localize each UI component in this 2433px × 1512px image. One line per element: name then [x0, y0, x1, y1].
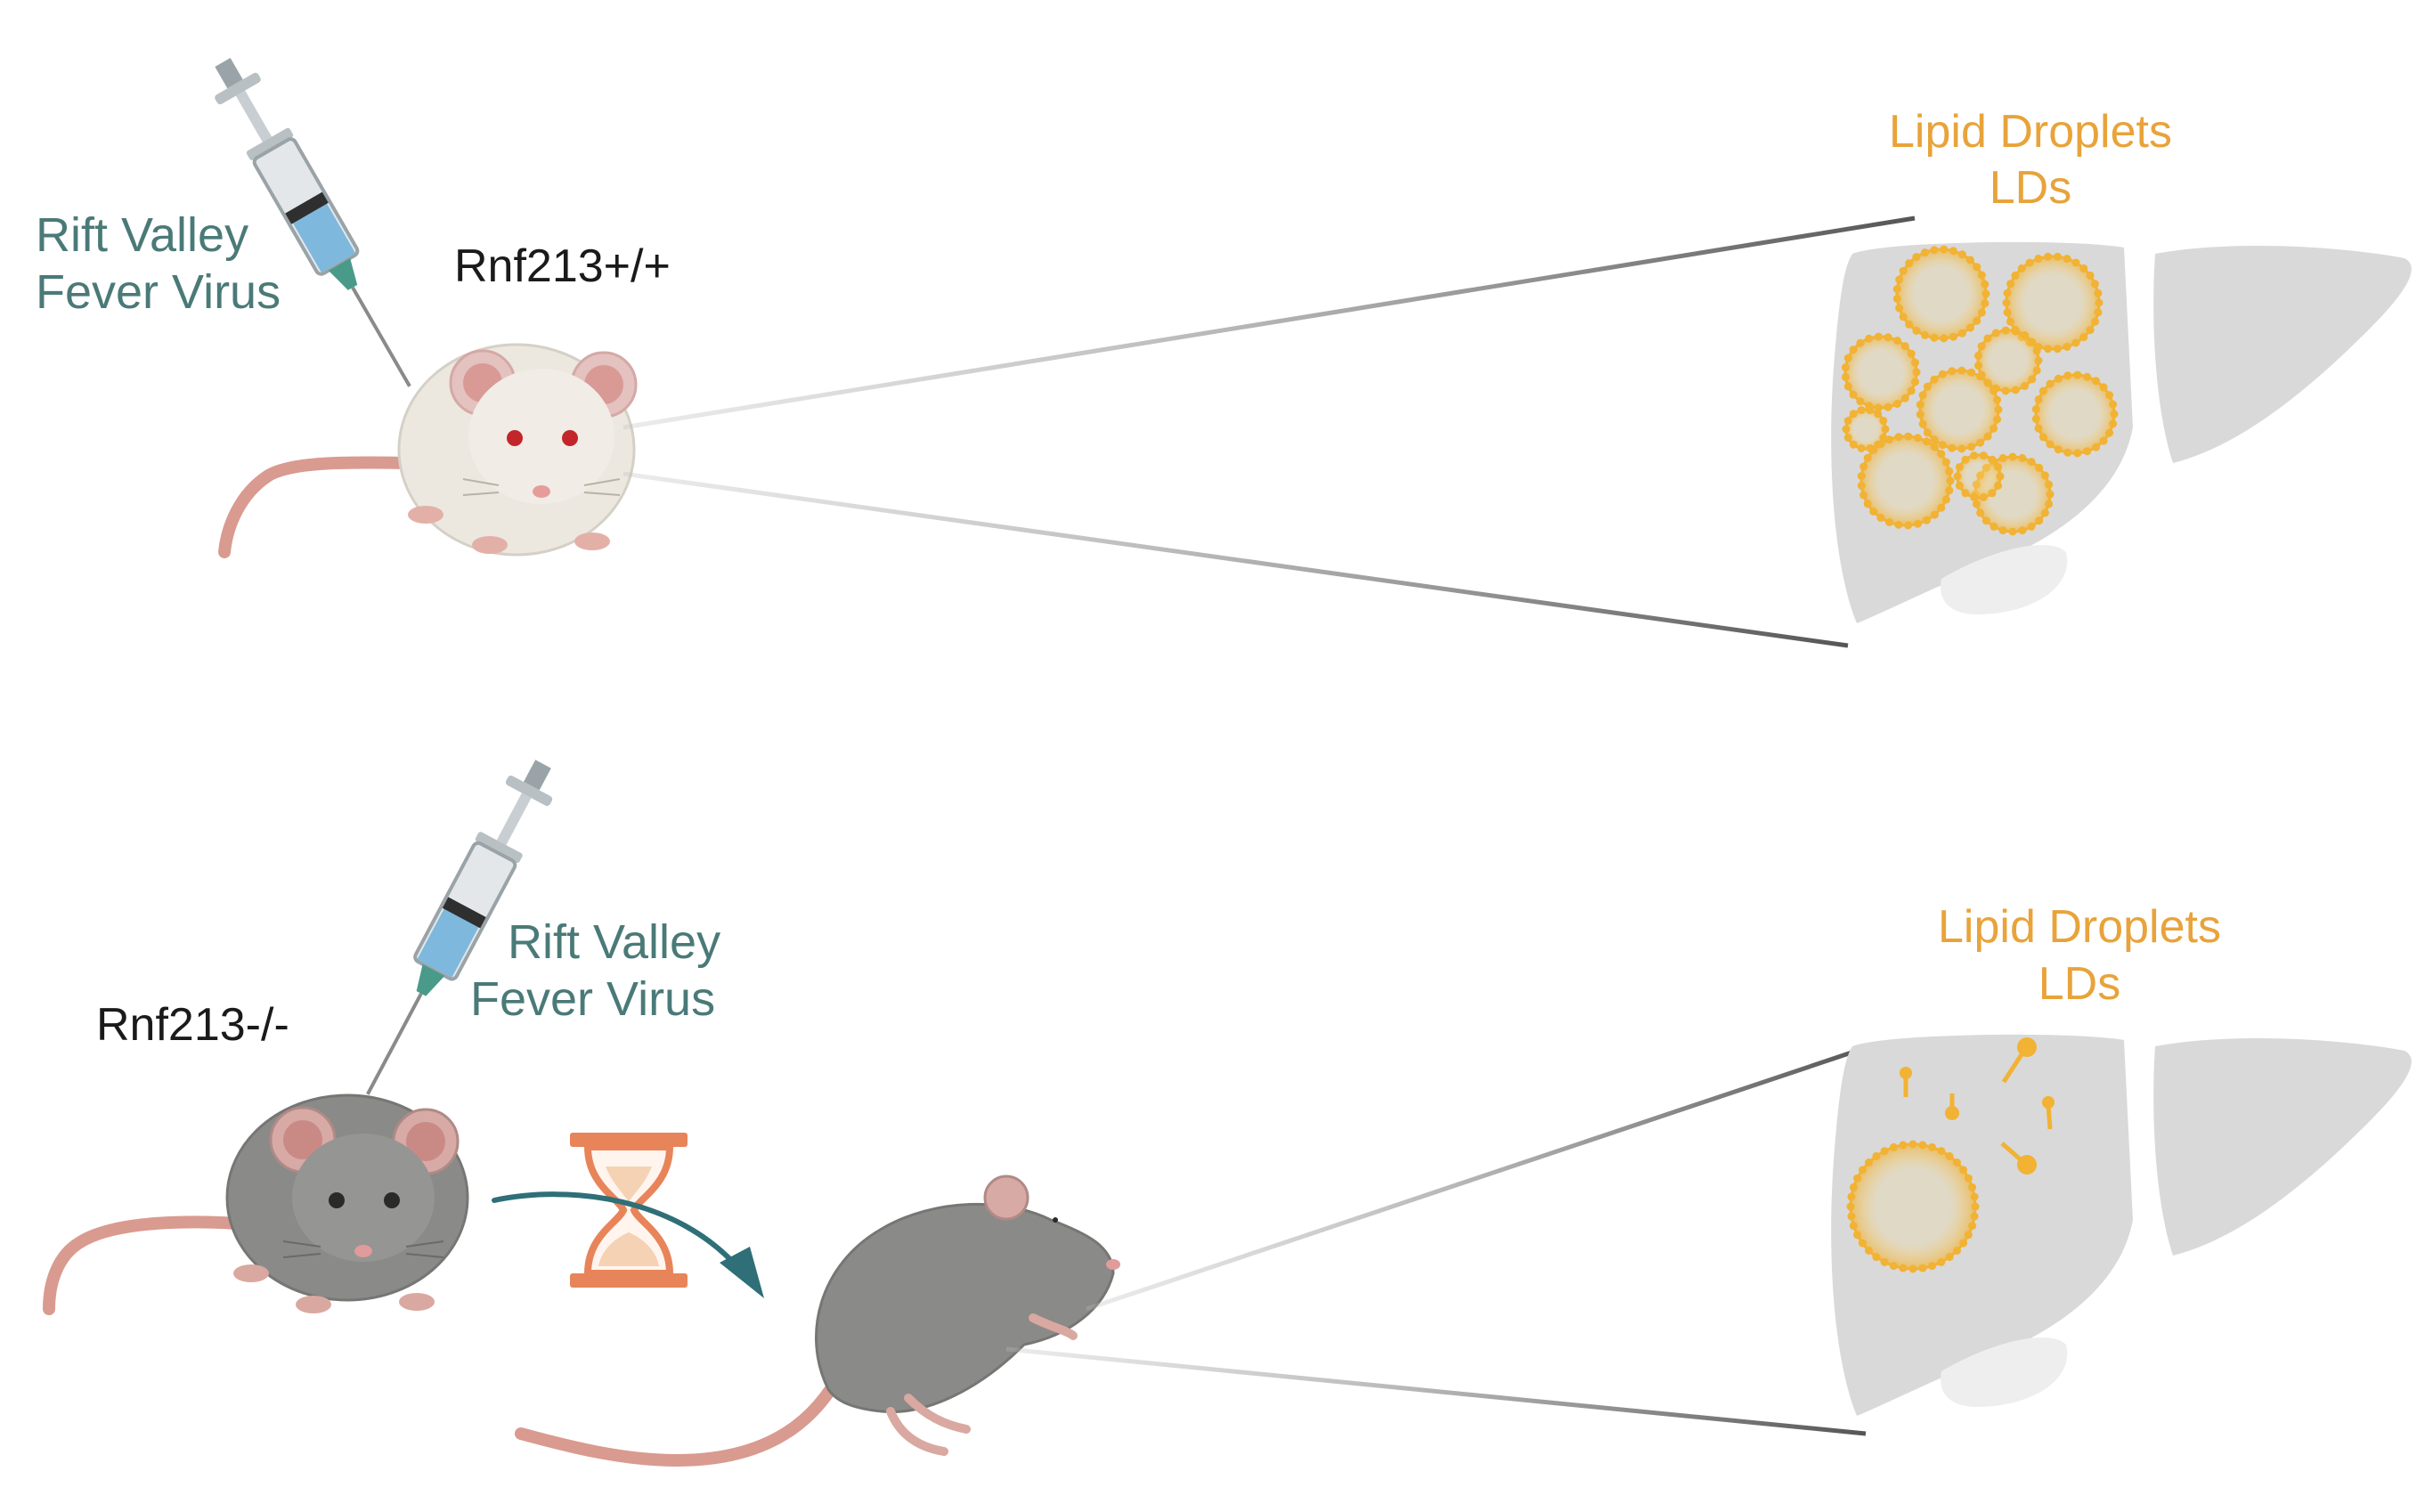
zoom-line-lower	[622, 471, 1849, 648]
sick-mouse-icon	[515, 1175, 1120, 1467]
lipid-droplets-label: Lipid Droplets	[1889, 106, 2172, 158]
panel-knockout: Rift Valley Fever Virus Rnf213-/-	[43, 760, 2412, 1467]
zoom-line-upper	[622, 215, 1916, 430]
lipid-droplet	[1953, 451, 2005, 501]
lds-label: LDs	[1990, 162, 2071, 214]
virus-label-line2: Fever Virus	[36, 265, 281, 319]
zoom-line-upper	[1086, 1044, 1871, 1312]
virus-label-line1: Rift Valley	[36, 208, 248, 262]
lipid-droplet	[1974, 326, 2043, 395]
virus-label-line2: Fever Virus	[470, 972, 715, 1026]
syringe-icon	[366, 760, 553, 1095]
hourglass-icon	[570, 1133, 688, 1288]
syringe-icon	[215, 58, 411, 387]
panel-wildtype: Rift Valley Fever Virus Rnf213+/+	[36, 58, 2412, 648]
time-arrow-icon	[492, 1191, 764, 1298]
knockout-mouse-icon	[43, 1093, 469, 1315]
liver-icon	[1831, 1034, 2412, 1416]
wildtype-mouse-icon	[218, 343, 638, 558]
genotype-label: Rnf213+/+	[454, 240, 671, 292]
lipid-droplets	[1841, 245, 2119, 536]
lipid-droplets	[1846, 1140, 1980, 1273]
lipid-droplet	[1892, 245, 1990, 343]
zoom-line-lower	[1005, 1346, 1867, 1436]
virus-label-line1: Rift Valley	[508, 915, 720, 969]
small-lipid-particles	[1900, 1037, 2055, 1175]
lipid-droplet	[1841, 332, 1921, 412]
lds-label: LDs	[2038, 958, 2120, 1010]
lipid-droplet	[1857, 432, 1955, 530]
lipid-droplets-label: Lipid Droplets	[1938, 901, 2221, 953]
lipid-droplet	[1846, 1140, 1980, 1273]
genotype-label: Rnf213-/-	[96, 999, 289, 1051]
lipid-droplet	[2031, 370, 2119, 458]
lipid-droplet	[1916, 366, 2003, 453]
